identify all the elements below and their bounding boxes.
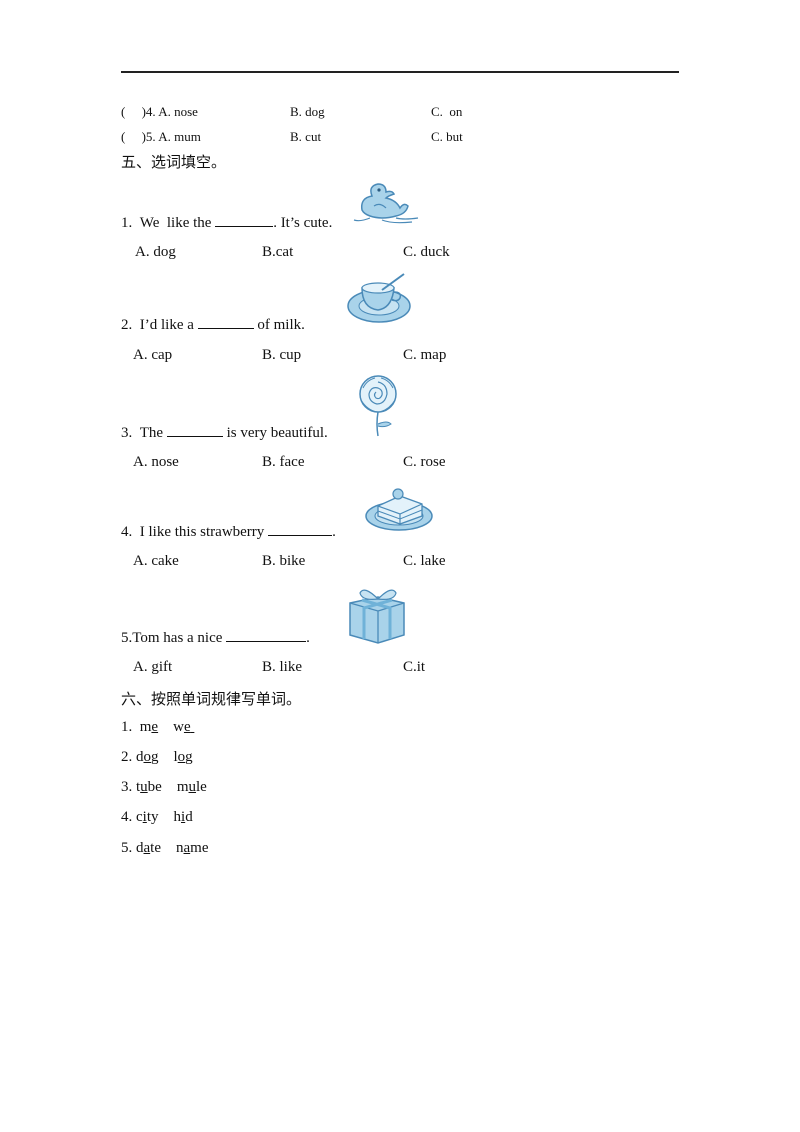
option-c: C. rose xyxy=(403,454,446,470)
word-2[interactable]: we xyxy=(173,719,191,735)
question-text: . xyxy=(332,524,336,540)
word-1: me xyxy=(139,719,159,735)
item-number: 3. xyxy=(121,779,133,795)
option-a: A. gift xyxy=(133,659,173,675)
question-5: 5.Tom has a nice . xyxy=(121,629,310,647)
question-1: 1. We like the . It’s cute. xyxy=(121,214,332,232)
answer-blank[interactable] xyxy=(197,316,254,329)
option-c: C.it xyxy=(403,659,426,675)
option-b: B. like xyxy=(262,659,302,675)
pattern-item-3: 3. tube mule xyxy=(121,779,207,796)
answer-paren[interactable]: ( ) xyxy=(121,104,146,119)
question-text: . It’s cute. xyxy=(273,215,333,231)
word-1: city xyxy=(136,809,159,825)
option-b: B. dog xyxy=(290,104,325,119)
word-2: name xyxy=(176,840,209,856)
question-text: 5.Tom has a nice xyxy=(121,630,223,646)
item-number: 1. xyxy=(121,719,133,735)
pattern-item-2: 2. dog log xyxy=(121,749,193,766)
answer-blank[interactable] xyxy=(215,214,274,227)
item-number: 5. xyxy=(121,840,133,856)
question-number: 4. xyxy=(145,104,156,119)
question-number: 5. xyxy=(145,129,156,144)
option-c: C. lake xyxy=(403,553,446,569)
part4-row-5: ( )5. A. mum xyxy=(121,129,201,145)
answer-blank[interactable] xyxy=(166,424,223,437)
question-text: 1. We like the xyxy=(121,215,212,231)
option-c: C. on xyxy=(431,104,463,119)
top-rule xyxy=(121,71,679,73)
question-text: is very beautiful. xyxy=(226,425,328,441)
item-number: 2. xyxy=(121,749,133,765)
answer-blank[interactable] xyxy=(226,629,307,642)
option-a: A. cake xyxy=(133,553,179,569)
word-2: mule xyxy=(176,779,207,795)
option-a: A. cap xyxy=(133,347,173,363)
section-heading-6: 六、按照单词规律写单词。 xyxy=(121,690,302,708)
question-3: 3. The is very beautiful. xyxy=(121,424,328,442)
word-1: dog xyxy=(136,749,159,765)
section-heading-5: 五、选词填空。 xyxy=(121,153,227,171)
question-text: 4. I like this strawberry xyxy=(121,524,265,540)
answer-paren[interactable]: ( ) xyxy=(121,129,146,144)
duck-icon xyxy=(353,183,419,224)
answer-blank[interactable] xyxy=(268,523,333,536)
option-a: A. nose xyxy=(133,454,179,470)
question-text: 3. The xyxy=(121,425,164,441)
pattern-item-1: 1. me we xyxy=(121,719,194,736)
question-text: of milk. xyxy=(257,317,305,333)
option-b: B. cut xyxy=(290,129,322,144)
option-a: A. mum xyxy=(158,129,201,144)
rose-icon xyxy=(359,375,397,437)
cup-icon xyxy=(347,273,411,323)
option-c: C. duck xyxy=(403,244,450,260)
question-4: 4. I like this strawberry . xyxy=(121,523,336,541)
item-number: 4. xyxy=(121,809,133,825)
word-1: tube xyxy=(136,779,162,795)
pattern-item-4: 4. city hid xyxy=(121,809,193,826)
option-c: C. map xyxy=(403,347,447,363)
question-text: . xyxy=(306,630,310,646)
gift-icon xyxy=(349,589,405,644)
question-text: 2. I’d like a xyxy=(121,317,194,333)
option-c: C. but xyxy=(431,129,463,144)
part4-row-4: ( )4. A. nose xyxy=(121,104,198,120)
option-b: B. face xyxy=(262,454,305,470)
option-b: B.cat xyxy=(262,244,294,260)
word-2: log xyxy=(173,749,193,765)
question-2: 2. I’d like a of milk. xyxy=(121,316,305,334)
pattern-item-5: 5. date name xyxy=(121,840,209,857)
option-b: B. cup xyxy=(262,347,302,363)
option-a: A. nose xyxy=(158,104,198,119)
option-b: B. bike xyxy=(262,553,306,569)
option-a: A. dog xyxy=(135,244,176,260)
word-2: hid xyxy=(173,809,193,825)
word-1: date xyxy=(136,840,161,856)
cake-icon xyxy=(365,488,433,531)
